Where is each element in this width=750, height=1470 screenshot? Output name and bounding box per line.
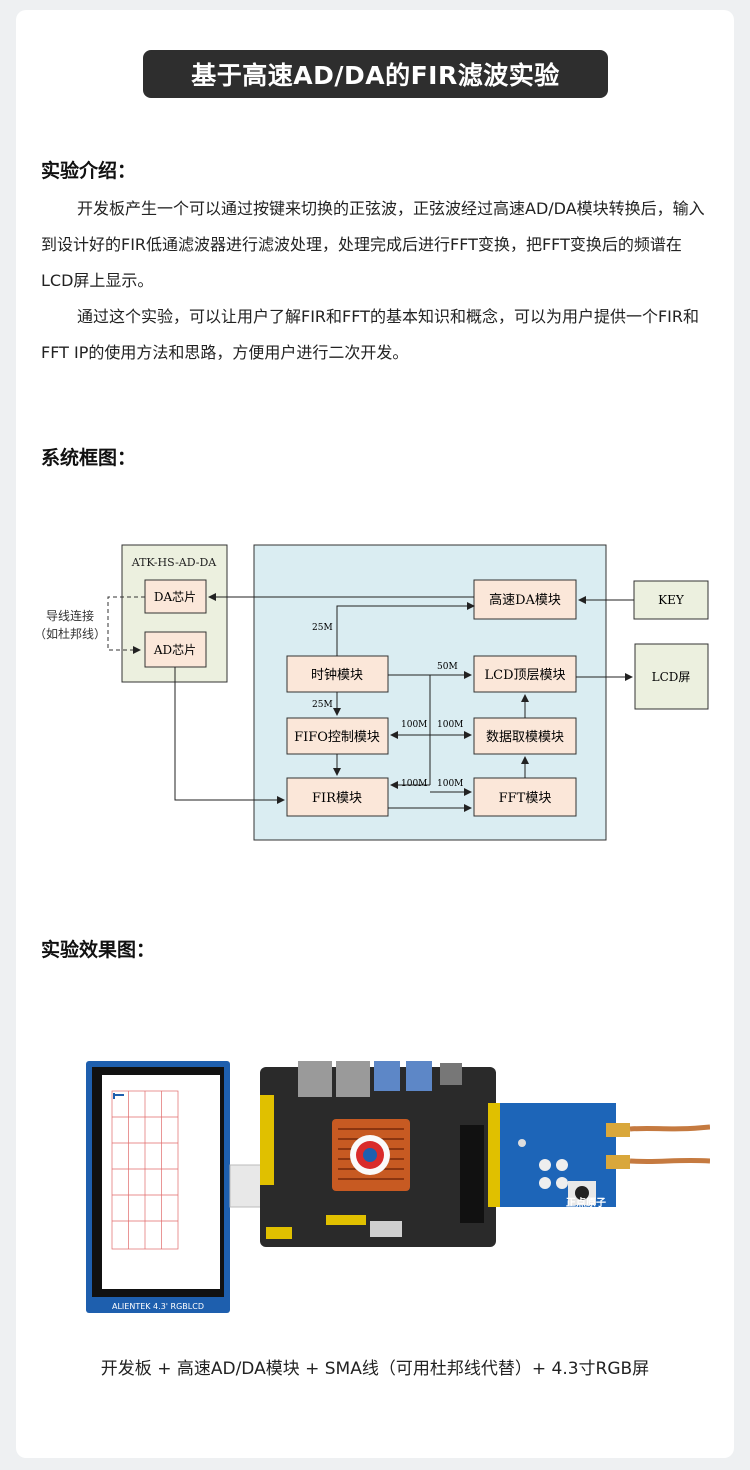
experiment-photo: ALIENTEK 4.3' RGBLCD 正点原子 <box>86 1061 710 1313</box>
diagram-heading: 系统框图： <box>41 447 137 469</box>
page-title: 基于高速AD/DA的FIR滤波实验 <box>143 50 608 98</box>
intro-paragraph-1: 开发板产生一个可以通过按键来切换的正弦波，正弦波经过高速AD/DA模块转换后，输… <box>41 199 705 290</box>
lcd-brand: ALIENTEK 4.3' RGBLCD <box>112 1302 204 1311</box>
sma-connector-1 <box>606 1123 630 1137</box>
intro-heading: 实验介绍： <box>41 160 137 182</box>
intro-paragraph-2: 通过这个实验，可以让用户了解FIR和FFT的基本知识和概念，可以为用户提供一个F… <box>41 307 699 362</box>
adda-board <box>488 1103 616 1207</box>
photo-caption: 开发板 + 高速AD/DA模块 + SMA线（可用杜邦线代替）+ 4.3寸RGB… <box>100 1359 650 1379</box>
result-heading: 实验效果图： <box>41 939 156 961</box>
adda-board-brand: 正点原子 <box>566 1196 606 1209</box>
sma-connector-2 <box>606 1155 630 1169</box>
